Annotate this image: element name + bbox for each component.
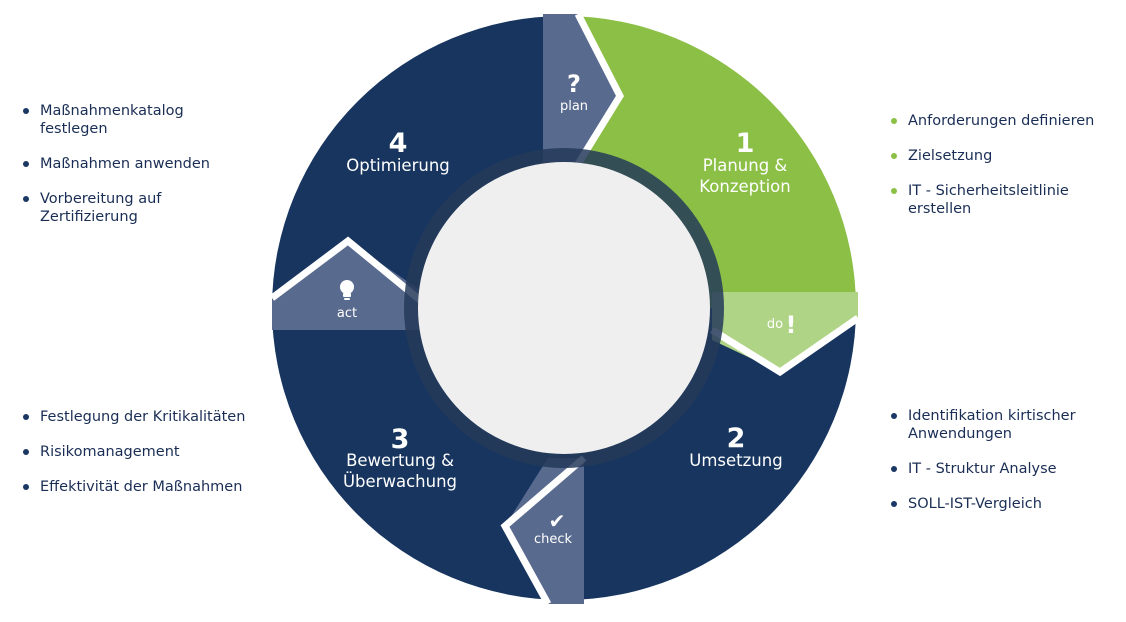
- tab-check-label: check: [534, 532, 573, 547]
- question-mark-icon: ?: [567, 70, 581, 98]
- list-item: Identifikation kirtischer Anwendungen: [890, 407, 1120, 443]
- list-planung: Anforderungen definieren Zielsetzung IT …: [890, 112, 1120, 235]
- tab-check: [505, 458, 584, 604]
- list-item: SOLL-IST-Vergleich: [890, 495, 1120, 513]
- list-item: IT - Sicherheitsleitlinie erstellen: [890, 182, 1120, 218]
- list-item: Vorbereitung auf Zertifizierung: [22, 190, 252, 226]
- tab-plan-label: plan: [560, 99, 588, 114]
- lightbulb-icon: [340, 280, 354, 300]
- list-item: Risikomanagement: [22, 443, 252, 461]
- list-item: Anforderungen definieren: [890, 112, 1120, 130]
- q2-number: 2: [727, 423, 746, 454]
- q4-title-line1: Optimierung: [346, 156, 450, 175]
- q2-title-line1: Umsetzung: [689, 451, 782, 470]
- separator-do: [710, 315, 860, 377]
- q3-title-line1: Bewertung &: [346, 451, 454, 470]
- separator-check: [500, 455, 587, 606]
- list-bewertung: Festlegung der Kritikalitäten Risikomana…: [22, 408, 252, 513]
- list-item: Maßnahmen anwenden: [22, 155, 252, 173]
- q1-title-line2: Konzeption: [699, 177, 790, 196]
- q3-number: 3: [391, 424, 410, 455]
- q4-number: 4: [389, 128, 408, 159]
- exclamation-icon: !: [786, 311, 797, 339]
- list-item: Maßnahmenkatalog festlegen: [22, 102, 252, 138]
- separator-plan: [574, 12, 625, 166]
- list-item: Zielsetzung: [890, 147, 1120, 165]
- center-circle: [418, 162, 710, 454]
- list-optimierung: Maßnahmenkatalog festlegen Maßnahmen anw…: [22, 102, 252, 243]
- q1-number: 1: [736, 128, 755, 159]
- q3-title-line2: Überwachung: [343, 472, 457, 491]
- q1-title-line1: Planung &: [703, 156, 788, 175]
- list-umsetzung: Identifikation kirtischer Anwendungen IT…: [890, 407, 1120, 530]
- list-item: Effektivität der Maßnahmen: [22, 478, 252, 496]
- list-item: Festlegung der Kritikalitäten: [22, 408, 252, 426]
- separator-act: [269, 236, 423, 303]
- tab-act-label: act: [337, 306, 357, 321]
- checkmark-icon: ✔: [549, 509, 566, 533]
- tab-do-label: do: [767, 317, 783, 332]
- list-item: IT - Struktur Analyse: [890, 460, 1120, 478]
